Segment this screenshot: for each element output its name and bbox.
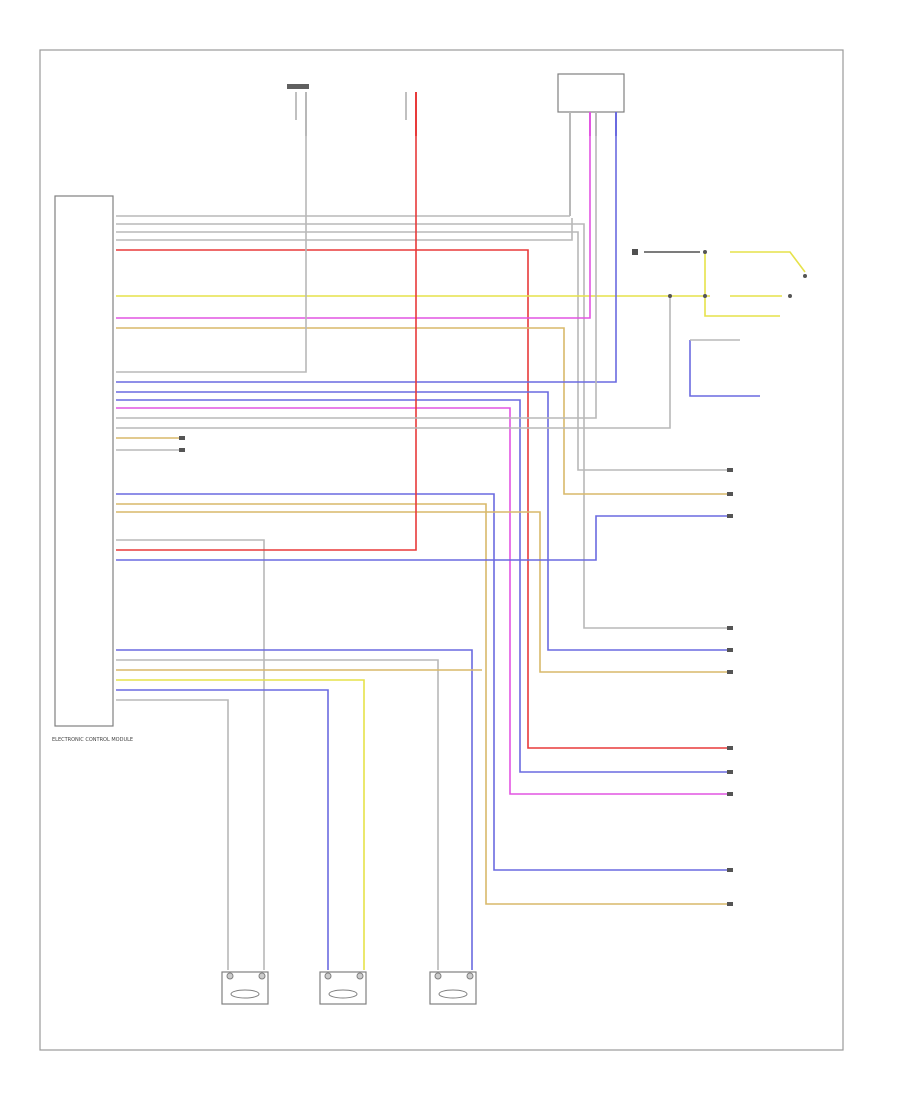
wire-gray bbox=[116, 296, 671, 429]
connector-pin bbox=[727, 626, 733, 630]
connector-pin bbox=[727, 468, 733, 472]
wire-blue bbox=[689, 340, 760, 397]
fuse-block-left bbox=[287, 84, 309, 136]
wire-gray bbox=[116, 223, 730, 629]
wire-yellow bbox=[730, 251, 806, 273]
wire-gray bbox=[116, 659, 439, 970]
top-sensor-box bbox=[557, 73, 625, 113]
wire-tan bbox=[116, 327, 730, 495]
connector-pins bbox=[179, 436, 733, 906]
wire-blue bbox=[116, 689, 329, 970]
connector-pin bbox=[727, 770, 733, 774]
wire-blue bbox=[116, 136, 617, 383]
wire-pink bbox=[116, 136, 591, 319]
wires-layer bbox=[116, 136, 806, 970]
wire-gray bbox=[116, 699, 229, 970]
wire-red bbox=[116, 249, 730, 749]
junction-dot bbox=[703, 294, 707, 298]
actuator-middle bbox=[319, 971, 367, 1005]
wire-gray bbox=[116, 218, 573, 241]
ground-terminal bbox=[632, 249, 638, 255]
wire-blue bbox=[116, 399, 730, 773]
junction-dot bbox=[703, 250, 707, 254]
wire-pink bbox=[116, 407, 730, 795]
wire-tan bbox=[116, 511, 730, 673]
junction-dot bbox=[668, 294, 672, 298]
wire-blue bbox=[116, 391, 730, 651]
diagram-frame bbox=[39, 49, 844, 1051]
wire-gray bbox=[116, 231, 730, 471]
wire-blue bbox=[116, 649, 473, 970]
switch-symbol bbox=[788, 274, 807, 298]
wire-blue bbox=[116, 493, 730, 871]
wire-gray bbox=[116, 539, 265, 970]
wire-yellow bbox=[116, 679, 365, 970]
connector-pin bbox=[727, 902, 733, 906]
wire-red bbox=[116, 136, 417, 551]
connector-pin bbox=[179, 448, 185, 452]
connector-pin bbox=[727, 670, 733, 674]
wire-gray bbox=[116, 136, 307, 373]
wire-blue bbox=[116, 515, 730, 561]
control-module: ELECTRONIC CONTROL MODULE bbox=[52, 195, 133, 743]
connector-pin bbox=[179, 436, 185, 440]
actuator-right bbox=[429, 971, 477, 1005]
actuator-left bbox=[221, 971, 269, 1005]
connector-pin bbox=[727, 492, 733, 496]
connector-pin bbox=[727, 792, 733, 796]
wire-gray bbox=[116, 136, 597, 419]
wire-yellow bbox=[704, 252, 780, 317]
connector-pin bbox=[727, 746, 733, 750]
fuse-block-right bbox=[405, 92, 417, 136]
top-sensor-leads bbox=[569, 112, 617, 216]
connector-pin bbox=[727, 868, 733, 872]
control-module-box bbox=[54, 195, 114, 727]
connector-pin bbox=[727, 514, 733, 518]
wire-tan bbox=[116, 503, 730, 905]
junction-dots bbox=[668, 250, 707, 298]
connector-pin bbox=[727, 648, 733, 652]
control-module-label: ELECTRONIC CONTROL MODULE bbox=[52, 737, 133, 743]
